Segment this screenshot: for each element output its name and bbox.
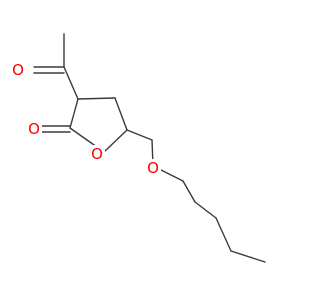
bond-pentyl-c3-c4 (215, 217, 232, 252)
bond-c5-ch2 (126, 129, 153, 141)
ring-oxygen-atom: O (89, 145, 105, 163)
ether-oxygen-atom: O (145, 159, 161, 177)
structure-diagram: O O O O (10, 33, 266, 263)
bond-c2-c3 (69, 98, 79, 129)
molecule-drawing: O O O O (10, 33, 266, 263)
lactone-carbonyl-oxygen-label: O (28, 120, 40, 138)
ring-oxygen-label: O (91, 145, 103, 163)
bond-pentyl-c1-c2 (182, 180, 196, 203)
ketone-oxygen-label: O (12, 61, 24, 79)
bond-c3-c4 (77, 97, 116, 100)
bond-pentyl-c2-c3 (194, 201, 217, 219)
ketone-oxygen-atom: O (10, 61, 26, 79)
bond-c5-ring-o (103, 129, 128, 153)
bond-c4-c5 (114, 97, 128, 131)
bond-acetyl-ring (63, 66, 79, 100)
ether-oxygen-label: O (147, 159, 159, 177)
bond-pentyl-c4-c5 (230, 250, 266, 263)
lactone-carbonyl-oxygen-atom: O (26, 120, 42, 138)
